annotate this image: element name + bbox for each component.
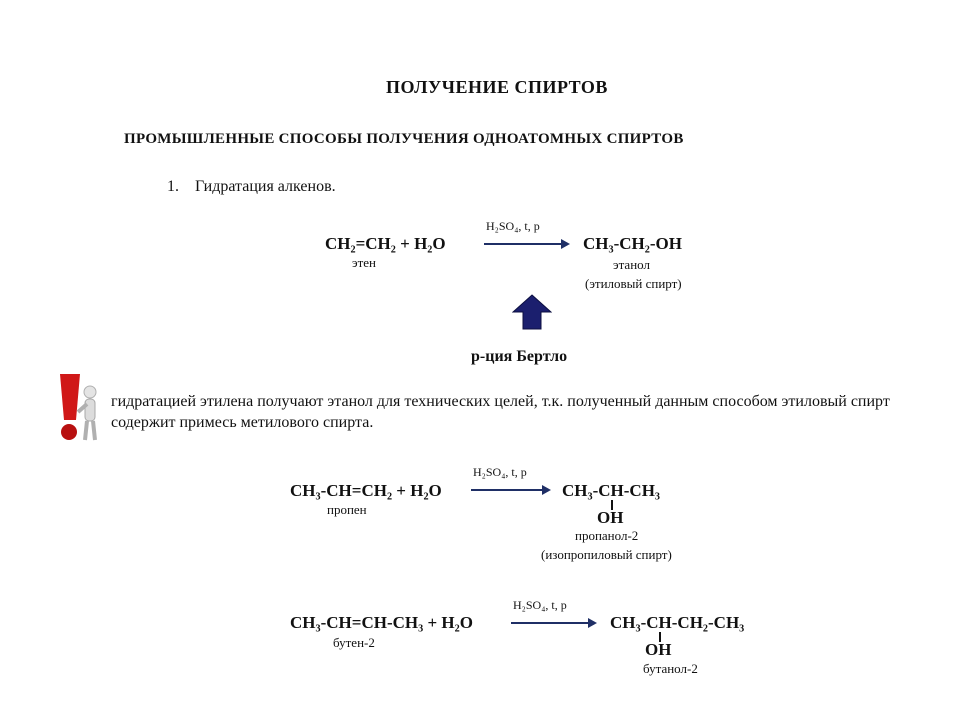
reaction2-product: CH₃-CH-CH₃ bbox=[562, 481, 661, 500]
reaction2-reactant-label: пропен bbox=[327, 502, 367, 517]
reaction3-product: CH₃-CH-CH₂-CH₃ bbox=[610, 613, 745, 632]
reaction3-condition: H₂SO₄, t, p bbox=[513, 598, 567, 612]
list-number: 1. bbox=[167, 178, 179, 195]
reaction3-product-label: бутанол-2 bbox=[643, 661, 698, 676]
list-text: Гидратация алкенов. bbox=[195, 178, 336, 195]
note-text: гидратацией этилена получают этанол для … bbox=[111, 393, 890, 431]
reaction1-reactants: CH₂=CH₂ + H₂O bbox=[325, 234, 446, 253]
reaction3-bond bbox=[659, 632, 661, 642]
section-subtitle: ПРОМЫШЛЕННЫЕ СПОСОБЫ ПОЛУЧЕНИЯ ОДНОАТОМН… bbox=[124, 131, 684, 147]
reaction1-product: CH₃-CH₂-OH bbox=[583, 234, 682, 253]
reaction1-arrow bbox=[484, 239, 570, 249]
reaction1-reactant-label: этен bbox=[352, 255, 376, 270]
list-item-1: 1. Гидратация алкенов. bbox=[167, 178, 336, 196]
reaction2-reactants: CH₃-CH=CH₂ + H₂O bbox=[290, 481, 442, 500]
reaction2-bond bbox=[611, 500, 613, 510]
reaction2-product-label2: (изопропиловый спирт) bbox=[541, 547, 672, 562]
reaction3-arrow bbox=[511, 618, 597, 628]
reaction3-reactant-label: бутен-2 bbox=[333, 635, 375, 650]
reaction2-arrow bbox=[471, 485, 551, 495]
reaction1-product-label2: (этиловый спирт) bbox=[585, 276, 682, 291]
reaction1-product-label: этанол bbox=[613, 257, 650, 272]
reaction2-condition: H₂SO₄, t, p bbox=[473, 465, 527, 479]
bertlo-label: р-ция Бертло bbox=[471, 348, 568, 365]
up-arrow-icon bbox=[512, 294, 552, 330]
reaction1-condition: H₂SO₄, t, p bbox=[486, 219, 540, 233]
reaction3-branch: OH bbox=[645, 640, 672, 659]
reaction2-branch: OH bbox=[597, 508, 624, 527]
reaction3-reactants: CH₃-CH=CH-CH₃ + H₂O bbox=[290, 613, 473, 632]
reaction2-product-label: пропанол-2 bbox=[575, 528, 639, 543]
page-title: ПОЛУЧЕНИЕ СПИРТОВ bbox=[386, 77, 608, 97]
exclamation-figure-icon bbox=[60, 374, 97, 441]
